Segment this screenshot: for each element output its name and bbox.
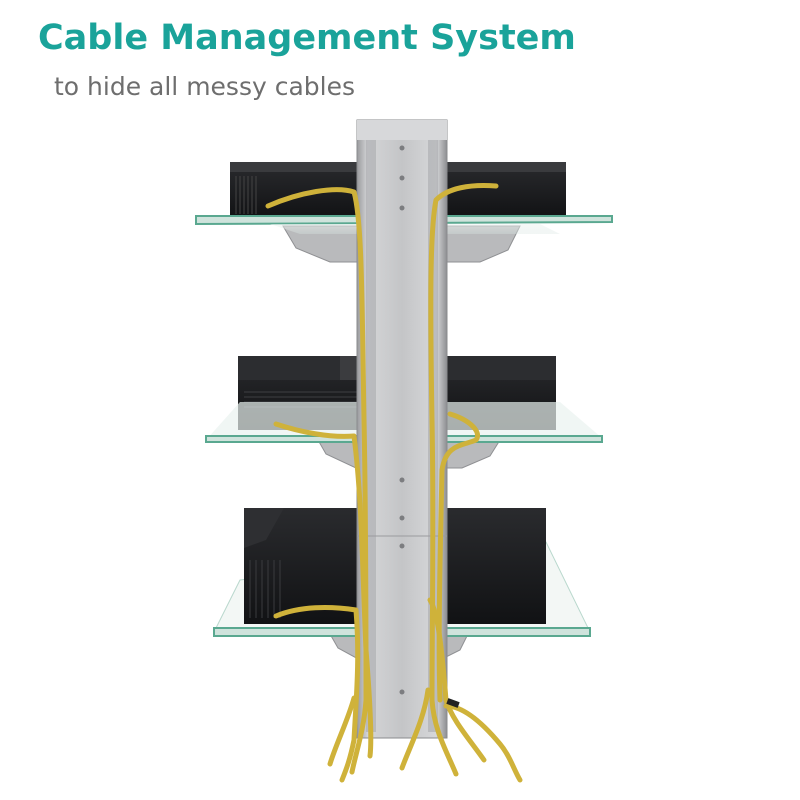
headline-title: Cable Management System — [38, 18, 576, 58]
cable-tie — [446, 698, 460, 708]
cables — [265, 183, 523, 783]
headline-subtitle: to hide all messy cables — [54, 72, 356, 101]
